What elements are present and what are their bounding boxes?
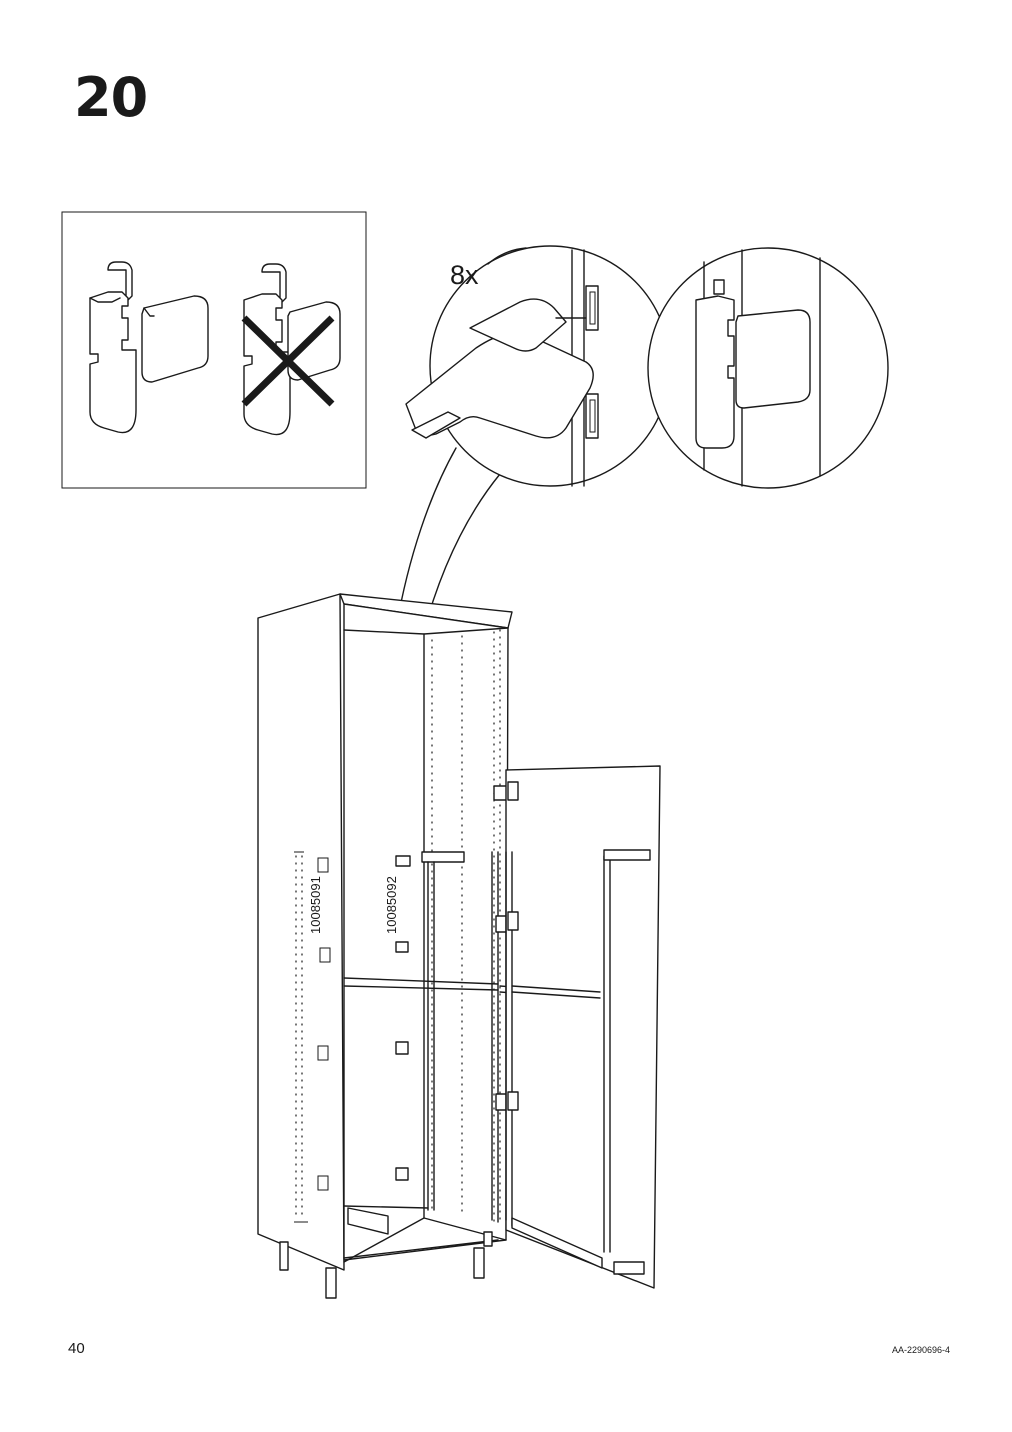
step-number: 20 bbox=[74, 66, 148, 129]
orientation-inset bbox=[61, 211, 367, 489]
page-number: 40 bbox=[68, 1340, 85, 1357]
zoom-circle-insert bbox=[405, 245, 671, 487]
incorrect-clip-drawing bbox=[241, 263, 341, 436]
part-number-center: 10085092 bbox=[384, 876, 399, 934]
part-number-left: 10085091 bbox=[308, 876, 323, 934]
document-code: AA-2290696-4 bbox=[891, 1345, 950, 1355]
zoom-circle-installed bbox=[647, 247, 889, 489]
cabinet-drawing bbox=[257, 593, 661, 1299]
quantity-label: 8x bbox=[450, 260, 479, 290]
correct-clip-drawing bbox=[89, 261, 209, 434]
